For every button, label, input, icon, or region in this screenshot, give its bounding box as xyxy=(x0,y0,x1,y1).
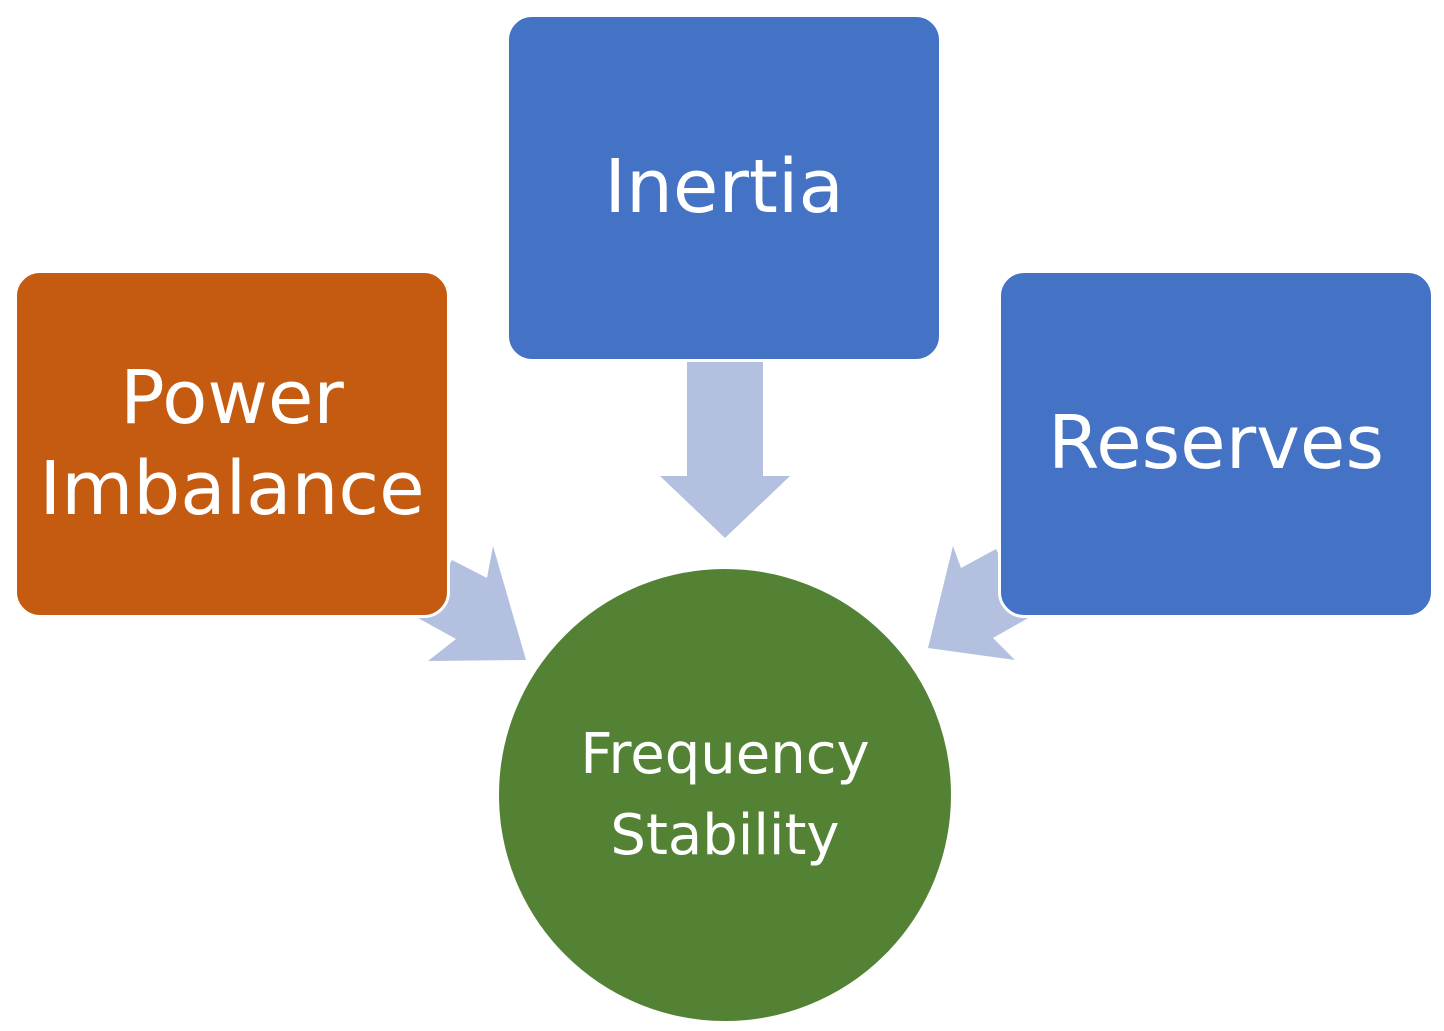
power-imbalance-node: Power Imbalance xyxy=(14,270,450,618)
arrow-inertia-to-frequency xyxy=(660,362,790,538)
frequency-stability-node: Frequency Stability xyxy=(496,566,954,1024)
inertia-label: Inertia xyxy=(604,144,844,231)
reserves-node: Reserves xyxy=(998,270,1434,618)
inertia-node: Inertia xyxy=(506,14,942,362)
reserves-label: Reserves xyxy=(1048,400,1384,487)
frequency-stability-label: Frequency Stability xyxy=(580,721,870,868)
power-imbalance-label: Power Imbalance xyxy=(39,354,425,532)
